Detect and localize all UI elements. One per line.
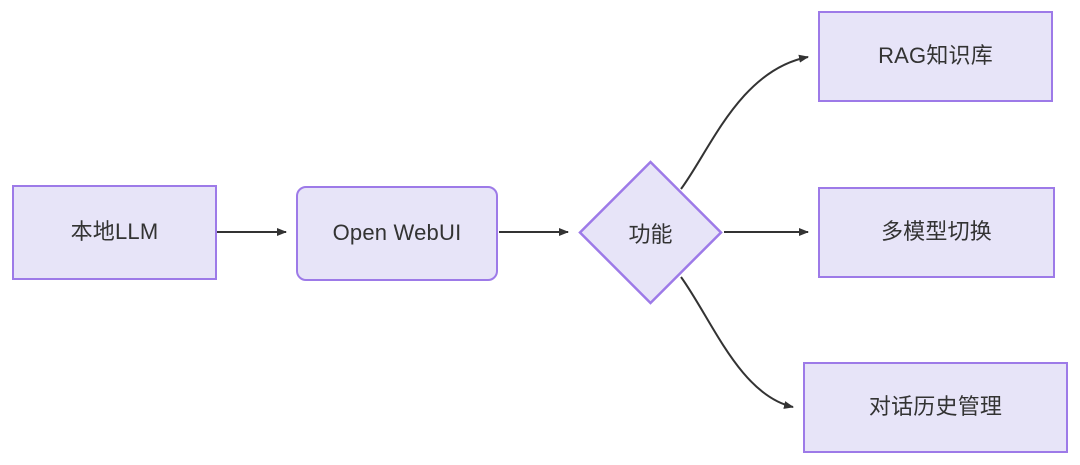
- node-local-llm[interactable]: 本地LLM: [12, 185, 217, 280]
- node-open-webui[interactable]: Open WebUI: [296, 186, 498, 281]
- edge-function-to-chat-history: [680, 276, 794, 409]
- node-multi-model-switch-label: 多模型切换: [880, 219, 992, 245]
- node-open-webui-label: Open WebUI: [332, 220, 462, 246]
- node-multi-model-switch[interactable]: 多模型切换: [818, 187, 1055, 278]
- node-function-decision[interactable]: 功能: [578, 160, 723, 305]
- node-local-llm-label: 本地LLM: [70, 219, 159, 245]
- node-rag-knowledge-base-label: RAG知识库: [878, 43, 993, 69]
- edge-function-to-rag-kb: [680, 54, 809, 190]
- node-rag-knowledge-base[interactable]: RAG知识库: [818, 11, 1053, 102]
- diamond-shape: [578, 160, 723, 305]
- node-function-label: 功能: [628, 221, 673, 247]
- node-chat-history-management[interactable]: 对话历史管理: [803, 362, 1068, 453]
- node-chat-history-management-label: 对话历史管理: [868, 394, 1003, 420]
